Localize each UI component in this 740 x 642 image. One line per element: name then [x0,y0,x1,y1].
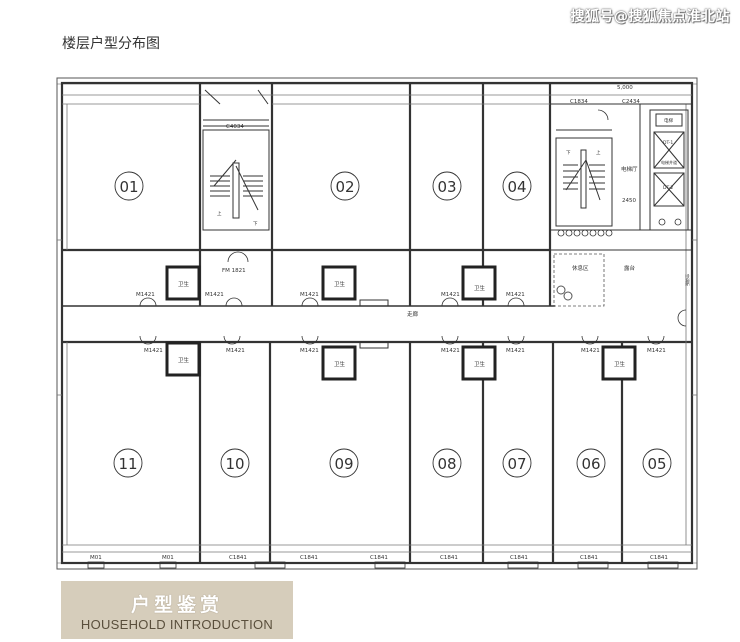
label-door-3: M1421 [300,292,319,298]
label-bath-1: 卫生 [178,280,190,288]
label-corridor: 走廊 [407,310,419,318]
unit-markers-top [114,171,532,201]
label-door-8: M1421 [300,348,319,354]
label-door-11: M1421 [581,348,600,354]
label-c1841-5: C1841 [510,555,528,561]
label-stair-code: C4034 [226,124,244,130]
unit-04: 04 [507,178,526,196]
label-door-10: M1421 [506,348,525,354]
label-elevator-shaft: 电梯井道 [661,159,677,165]
label-door-7: M1421 [226,348,245,354]
stair-core-right [550,103,692,251]
label-elev-dt1: DT-1 [663,140,673,146]
label-m01-1: M01 [90,555,102,561]
unit-09: 09 [334,455,353,473]
label-balcony: 露台 [624,264,636,272]
label-dim-2450: 2450 [622,198,636,204]
unit-01: 01 [119,178,138,196]
unit-markers-bottom [113,448,672,478]
label-c1841-7: C1841 [650,555,668,561]
label-bath-3: 卫生 [474,284,486,292]
unit-11: 11 [118,455,137,473]
bathrooms [165,265,637,381]
label-side: 空调板 [685,274,691,286]
label-bath-2: 卫生 [334,280,346,288]
banner-title: 户型鉴赏 [130,594,223,616]
label-elevator-hall: 电梯厅 [621,165,638,173]
label-c1841-1: C1841 [229,555,247,561]
label-stair-down-right: 下 [566,150,571,156]
label-elev-dt2: DT-2 [663,185,673,191]
label-c1841-6: C1841 [580,555,598,561]
label-door-6: M1421 [144,348,163,354]
label-door-5: M1421 [506,292,525,298]
label-bath-5: 卫生 [334,360,346,368]
unit-07: 07 [507,455,526,473]
household-introduction-banner: 户型鉴赏 HOUSEHOLD INTRODUCTION [61,581,293,639]
label-bath-4: 卫生 [178,356,190,364]
label-elevator-room: 电梯 [664,117,673,124]
label-stair-up-right: 上 [596,149,601,156]
label-stair-up: 上 [217,210,222,217]
watermark: 搜狐号@搜狐焦点淮北站 [570,9,730,25]
banner-subtitle: HOUSEHOLD INTRODUCTION [80,617,274,632]
label-tea-room: 休息区 [572,264,589,272]
label-window-c2434: C2434 [622,99,640,105]
page-title: 楼层户型分布图 [62,36,160,52]
label-c1841-2: C1841 [300,555,318,561]
stair-core-left [202,89,270,231]
door-swings [139,109,687,345]
unit-03: 03 [437,178,456,196]
label-c1841-4: C1841 [440,555,458,561]
label-c1841-3: C1841 [370,555,388,561]
label-door-2: M1421 [205,292,224,298]
unit-08: 08 [437,455,456,473]
unit-05: 05 [647,455,666,473]
label-window-c1834: C1834 [570,99,588,105]
label-door-1: M1421 [136,292,155,298]
label-door-12: M1421 [647,348,666,354]
label-dim-top: 5,000 [617,85,633,91]
label-m01-2: M01 [162,555,174,561]
unit-06: 06 [581,455,600,473]
bottom-windows [87,561,679,569]
label-fire-door: FM 1821 [222,268,246,274]
unit-02: 02 [335,178,354,196]
label-door-4: M1421 [441,292,460,298]
label-stair-down: 下 [253,221,258,227]
label-bath-7: 卫生 [614,360,626,368]
label-bath-6: 卫生 [474,360,486,368]
plan-outer-frame [56,77,698,570]
label-door-9: M1421 [441,348,460,354]
unit-10: 10 [225,455,244,473]
